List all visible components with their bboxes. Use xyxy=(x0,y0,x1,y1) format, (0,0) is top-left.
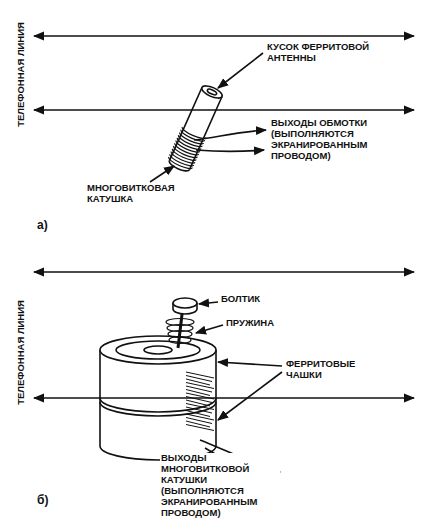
winding-stroke xyxy=(186,404,214,410)
part-label: БОЛТИК xyxy=(220,294,261,305)
leader-line xyxy=(218,53,263,88)
coil-lead xyxy=(194,130,266,140)
part-label: КУСОК ФЕРРИТОВОЙ АНТЕННЫ xyxy=(266,42,373,64)
leader-line xyxy=(218,372,282,420)
winding-stroke xyxy=(186,407,212,413)
coil-lead xyxy=(196,150,264,152)
leader-line xyxy=(199,302,218,304)
winding-stroke xyxy=(186,379,210,385)
part-label: ФЕРРИТОВЫЕ ЧАШКИ xyxy=(285,359,387,381)
part-label: а) xyxy=(36,219,49,233)
winding-stroke xyxy=(186,418,212,424)
leader-line xyxy=(218,362,282,366)
winding-stroke xyxy=(186,421,210,427)
phone-wire xyxy=(34,109,414,111)
winding-stroke xyxy=(186,400,210,406)
winding-stroke xyxy=(186,372,214,378)
winding-stroke xyxy=(186,386,212,392)
line-label: ТЕЛЕФОННАЯ ЛИНИЯ xyxy=(16,21,27,128)
winding-stroke xyxy=(186,376,212,382)
bolt xyxy=(173,298,197,348)
phone-wire xyxy=(34,397,414,399)
ferrite-rod xyxy=(166,83,226,174)
phone-wire xyxy=(34,35,414,37)
leader-line xyxy=(196,325,223,333)
winding-stroke xyxy=(186,414,214,420)
winding-stroke xyxy=(186,411,210,417)
part-label: б) xyxy=(36,494,49,508)
winding-stroke xyxy=(186,425,214,431)
line-label: ТЕЛЕФОННАЯ ЛИНИЯ xyxy=(16,299,27,406)
part-label: ПРУЖИНА xyxy=(225,318,275,329)
leader-line xyxy=(150,166,174,182)
part-label: ВЫХОДЫ ОБМОТКИ (ВЫПОЛНЯЮТСЯ ЭКРАНИРОВАНН… xyxy=(270,118,372,162)
winding-stroke xyxy=(186,383,214,389)
phone-wire xyxy=(34,271,414,273)
winding-stroke xyxy=(186,390,210,396)
part-label: ВЫХОДЫ МНОГОВИТКОВОЙ КАТУШКИ (ВЫПОЛНЯЮТС… xyxy=(160,453,280,519)
part-label: МНОГОВИТКОВАЯ КАТУШКА xyxy=(86,183,178,205)
